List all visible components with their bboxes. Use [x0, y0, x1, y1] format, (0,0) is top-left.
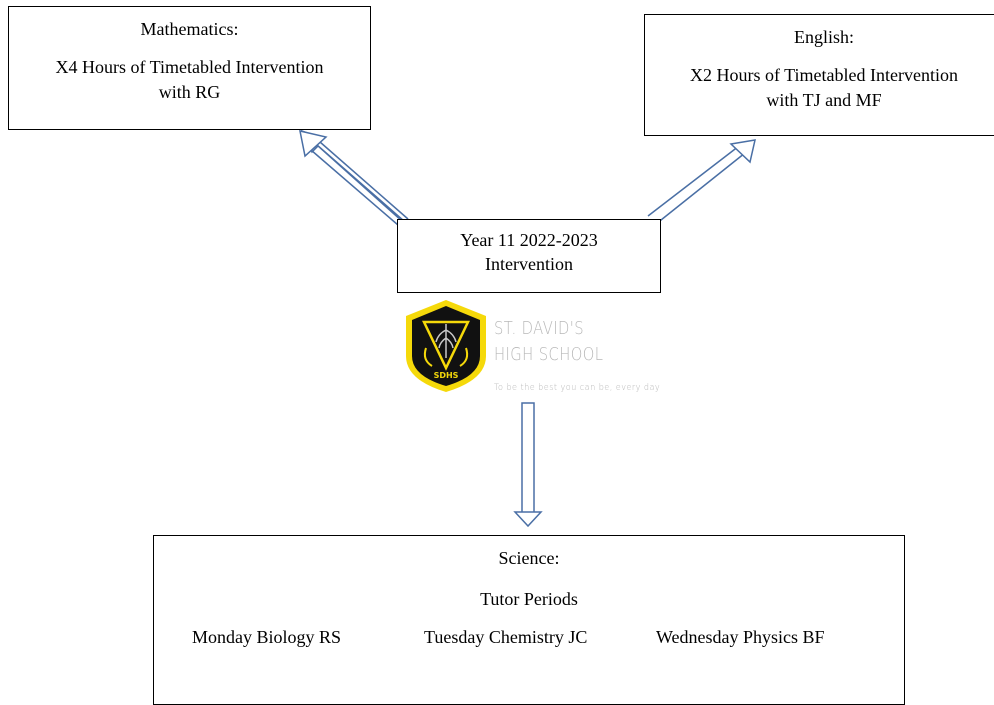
arrow-to-english-head	[729, 139, 756, 164]
english-line1: X2 Hours of Timetabled Intervention	[690, 65, 958, 86]
english-title: English:	[793, 27, 854, 47]
science-session-monday: Monday Biology RS	[192, 627, 342, 647]
science-session-tuesday: Tuesday Chemistry JC	[424, 627, 588, 647]
english-line2: with TJ and MF	[766, 89, 882, 110]
science-session-wednesday: Wednesday Physics BF	[656, 627, 825, 647]
school-motto: To be the best you can be, every day	[494, 383, 661, 393]
arrow-to-mathematics-head	[299, 130, 328, 158]
arrow-to-english-shaft	[647, 145, 746, 225]
arrow-to-mathematics-shaft	[310, 141, 409, 226]
school-logo: SDHS ST. DAVID'S HIGH SCHOOL To be the b…	[402, 298, 672, 408]
school-name-line2: HIGH SCHOOL	[494, 344, 604, 365]
mathematics-title: Mathematics:	[140, 19, 239, 39]
mathematics-line1: X4 Hours of Timetabled Intervention	[55, 57, 324, 78]
mathematics-box: Mathematics: X4 Hours of Timetabled Inte…	[8, 6, 371, 130]
center-line2: Intervention	[485, 254, 573, 275]
school-name-line1: ST. DAVID'S	[494, 318, 585, 339]
science-box: Science: Tutor Periods Monday Biology RS…	[153, 535, 905, 705]
mathematics-line2: with RG	[158, 81, 221, 102]
arrow-to-science-head	[513, 511, 543, 528]
science-subtitle: Tutor Periods	[480, 589, 578, 610]
school-badge-icon: SDHS	[406, 300, 486, 392]
english-box: English: X2 Hours of Timetabled Interven…	[644, 14, 994, 136]
science-title: Science:	[498, 548, 560, 568]
arrow-to-science-shaft	[521, 402, 535, 514]
center-line1: Year 11 2022-2023	[460, 230, 598, 250]
year11-intervention-box: Year 11 2022-2023 Intervention	[397, 219, 661, 293]
badge-text: SDHS	[434, 371, 459, 380]
